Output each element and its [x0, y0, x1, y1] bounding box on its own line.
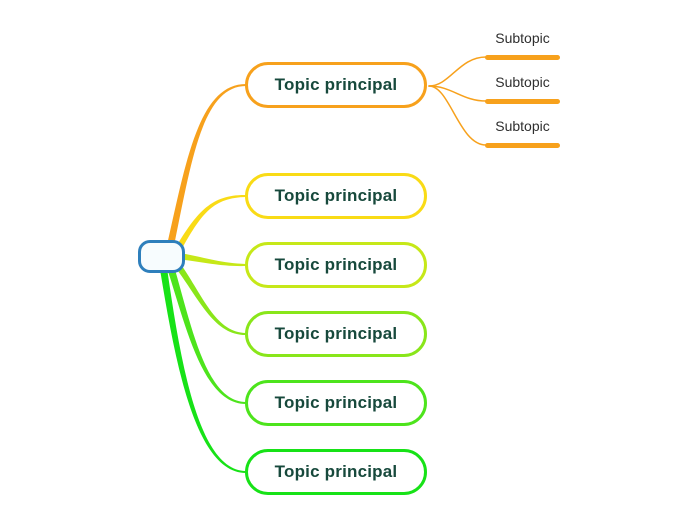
topic-node[interactable]: Topic principal: [245, 173, 427, 219]
subtopic-node[interactable]: Subtopic: [485, 25, 560, 60]
subtopic-connector: [428, 85, 487, 146]
branch-connector: [184, 254, 246, 267]
subtopic-underline: [485, 99, 560, 104]
topic-node[interactable]: Topic principal: [245, 380, 427, 426]
topic-node[interactable]: Topic principal: [245, 62, 427, 108]
central-topic-node[interactable]: [138, 240, 185, 273]
subtopic-connector: [428, 56, 487, 87]
topic-label: Topic principal: [274, 324, 398, 343]
subtopic-underline: [485, 143, 560, 148]
subtopic-label: Subtopic: [495, 74, 550, 90]
subtopic-label: Subtopic: [495, 30, 550, 46]
topic-label: Topic principal: [274, 255, 398, 274]
branch-connector: [160, 271, 246, 473]
subtopic-node[interactable]: Subtopic: [485, 69, 560, 104]
branch-connector: [178, 268, 246, 336]
topic-label: Topic principal: [274, 393, 398, 412]
subtopic-connector: [428, 85, 487, 102]
subtopic-underline: [485, 55, 560, 60]
subtopic-node[interactable]: Subtopic: [485, 113, 560, 148]
branch-connector: [168, 271, 246, 405]
subtopic-label: Subtopic: [495, 118, 550, 134]
topic-node[interactable]: Topic principal: [245, 449, 427, 495]
topic-label: Topic principal: [274, 186, 398, 205]
branch-connector: [177, 194, 246, 248]
topic-label: Topic principal: [274, 462, 398, 481]
branch-connector: [167, 83, 246, 244]
topic-node[interactable]: Topic principal: [245, 242, 427, 288]
topic-node[interactable]: Topic principal: [245, 311, 427, 357]
topic-label: Topic principal: [274, 75, 398, 94]
